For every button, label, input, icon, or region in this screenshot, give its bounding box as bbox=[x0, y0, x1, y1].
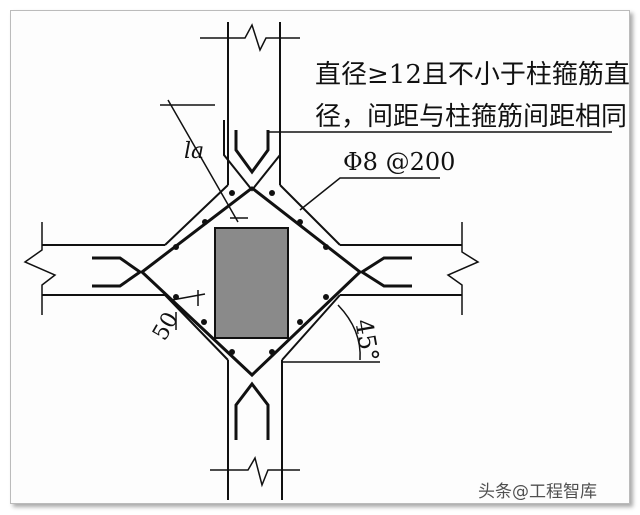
stirrup-leader bbox=[299, 177, 440, 211]
bottom-column bbox=[210, 360, 300, 500]
right-beam bbox=[340, 222, 480, 315]
rebar-dots bbox=[173, 190, 329, 355]
offset-label: 50 bbox=[148, 308, 184, 345]
diamond-stirrup bbox=[139, 186, 363, 378]
stirrup-label: Φ8 @200 bbox=[343, 148, 455, 176]
note-line-2: 径，间距与柱箍筋间距相同 bbox=[315, 102, 627, 132]
angle-dimension bbox=[282, 304, 380, 363]
top-column bbox=[200, 22, 300, 185]
offset-dimension bbox=[171, 290, 206, 330]
angle-label: 45° bbox=[349, 317, 384, 364]
anchor-dimension bbox=[160, 99, 248, 223]
column-section bbox=[214, 227, 289, 339]
haunch-outline bbox=[164, 184, 341, 361]
hooked-bars bbox=[92, 120, 412, 440]
anchor-label: la bbox=[184, 139, 204, 164]
left-beam bbox=[23, 222, 165, 315]
watermark: 头条@工程智库 bbox=[478, 482, 597, 502]
note-line-1: 直径≥12且不小于柱箍筋直 bbox=[315, 60, 630, 90]
